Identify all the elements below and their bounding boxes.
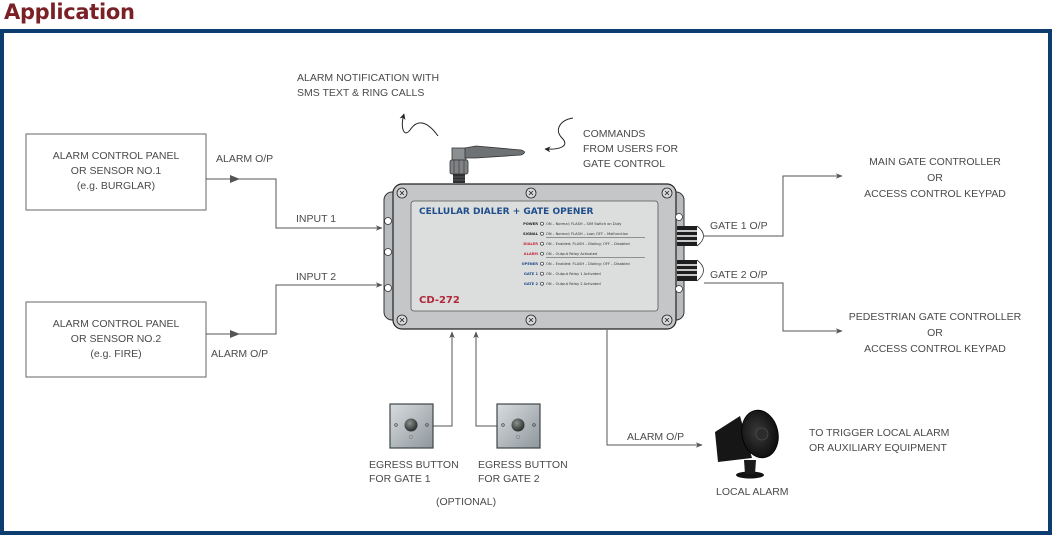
input-2-wire (206, 282, 383, 335)
led-indicator-icon (540, 281, 544, 286)
gate-2-connector-icon (677, 259, 704, 282)
main-gate-line-2: OR (927, 172, 943, 184)
alarm-op-2-label: ALARM O/P (211, 348, 268, 360)
led-indicator-icon (540, 231, 544, 236)
device-front-panel (410, 200, 659, 312)
sms-note-line-1: ALARM NOTIFICATION WITH (297, 72, 439, 84)
led-row: DIALER ON – Enabled; FLASH – Dialing; OFF… (523, 241, 630, 246)
main-gate-line-3: ACCESS CONTROL KEYPAD (864, 188, 1006, 200)
led-row: OPENER ON – Enabled; FLASH – Dialing; OFF… (522, 261, 630, 266)
led-row: ALARM ON – Output Relay Activated (524, 251, 597, 256)
input-2-label: INPUT 2 (296, 271, 336, 283)
led-name: ALARM (524, 252, 539, 256)
local-alarm-note-line-1: TO TRIGGER LOCAL ALARM (809, 427, 949, 439)
led-description: ON – Output Relay 2 Activated (546, 282, 601, 286)
device-title: CELLULAR DIALER + GATE OPENER (419, 207, 594, 217)
gate-2-op-label: GATE 2 O/P (710, 269, 768, 281)
egress-button-2: EGRESS BUTTON FOR GATE 2 (473, 331, 568, 485)
egress-1-line-2: FOR GATE 1 (369, 473, 431, 485)
led-name: POWER (523, 222, 538, 226)
gate-2-output: GATE 2 O/P PEDESTRIAN GATE CONTROLLER OR… (704, 269, 1022, 355)
gate-1-wire (704, 173, 843, 237)
led-row: GATE 2 ON – Output Relay 2 Activated (524, 281, 601, 286)
input-source-2: ALARM CONTROL PANEL OR SENSOR NO.2 (e.g.… (25, 271, 383, 378)
commands-note-line-1: COMMANDS (583, 128, 645, 140)
local-alarm-op-label: ALARM O/P (627, 431, 684, 443)
gate-1-output: GATE 1 O/P MAIN GATE CONTROLLER OR ACCES… (704, 156, 1006, 237)
alarm-panel-1-line-2: OR SENSOR NO.1 (71, 165, 162, 177)
egress-2-line-2: FOR GATE 2 (478, 473, 540, 485)
led-name: DIALER (523, 242, 538, 246)
egress-2-wire (473, 331, 497, 427)
alarm-panel-1-line-3: (e.g. BURGLAR) (77, 180, 155, 192)
gate-2-wire (704, 282, 843, 334)
pedestrian-gate-line-1: PEDESTRIAN GATE CONTROLLER (849, 311, 1022, 323)
device-model: CD-272 (419, 295, 460, 306)
led-indicator-icon (540, 221, 544, 226)
page-title: Application (4, 0, 135, 24)
optional-label: (OPTIONAL) (436, 496, 496, 508)
input-source-1: ALARM CONTROL PANEL OR SENSOR NO.1 (e.g.… (25, 133, 383, 231)
commands-note-line-3: GATE CONTROL (583, 158, 665, 170)
input-1-wire (206, 178, 383, 231)
alarm-panel-1-box (25, 133, 207, 211)
gate-1-op-label: GATE 1 O/P (710, 220, 768, 232)
led-indicator-icon (540, 271, 544, 276)
led-name: SIGNAL (523, 232, 539, 236)
led-description: ON – Output Relay Activated (546, 252, 597, 256)
led-legend: POWER ON – Normal; FLASH – SIM Switch on … (522, 221, 630, 286)
main-gate-line-1: MAIN GATE CONTROLLER (869, 156, 1001, 168)
alarm-panel-2-line-3: (e.g. FIRE) (90, 348, 141, 360)
arrow-icon (230, 330, 240, 338)
alarm-panel-2-box (25, 301, 207, 378)
led-row: SIGNAL ON – Normal; FLASH – Low; OFF – Ma… (523, 231, 628, 236)
local-alarm-caption: LOCAL ALARM (716, 486, 789, 498)
egress-2-line-1: EGRESS BUTTON (478, 459, 568, 471)
cellular-dialer-device: CELLULAR DIALER + GATE OPENER CD-272 POW… (383, 183, 704, 330)
led-name: GATE 1 (524, 272, 539, 276)
local-alarm: ALARM O/P LOCAL ALARM TO TRIGGER LOCAL A… (606, 330, 949, 498)
led-name: GATE 2 (524, 282, 539, 286)
led-row: GATE 1 ON – Output Relay 1 Activated (524, 271, 601, 276)
alarm-panel-2-line-1: ALARM CONTROL PANEL (53, 318, 180, 330)
led-row: POWER ON – Normal; FLASH – SIM Switch on … (523, 221, 622, 226)
local-alarm-wire (606, 330, 703, 448)
pedestrian-gate-line-3: ACCESS CONTROL KEYPAD (864, 343, 1006, 355)
led-indicator-icon (540, 241, 544, 246)
arrow-icon (230, 175, 240, 183)
pedestrian-gate-line-2: OR (927, 327, 943, 339)
incoming-signal-icon (544, 117, 574, 153)
led-description: ON – Normal; FLASH – SIM Switch on Duty (546, 222, 622, 226)
sms-note-line-2: SMS TEXT & RING CALLS (297, 87, 424, 99)
led-description: ON – Normal; FLASH – Low; OFF – Malfunct… (546, 232, 628, 236)
led-description: ON – Enabled; FLASH – Dialing; OFF – Dis… (546, 242, 630, 246)
led-description: ON – Output Relay 1 Activated (546, 272, 601, 276)
alarm-panel-1-line-1: ALARM CONTROL PANEL (53, 150, 180, 162)
input-1-label: INPUT 1 (296, 213, 336, 225)
antenna-icon (449, 145, 525, 183)
gate-1-connector-icon (677, 225, 704, 247)
led-indicator-icon (540, 261, 544, 266)
siren-icon (715, 409, 779, 479)
alarm-panel-2-line-2: OR SENSOR NO.2 (71, 333, 162, 345)
local-alarm-note-line-2: OR AUXILIARY EQUIPMENT (809, 442, 947, 454)
egress-button-1: EGRESS BUTTON FOR GATE 1 (369, 331, 459, 485)
led-name: OPENER (522, 262, 539, 266)
commands-note-line-2: FROM USERS FOR (583, 143, 679, 155)
led-description: ON – Enabled; FLASH – Dialing; OFF – Dis… (546, 262, 630, 266)
egress-1-wire (433, 331, 455, 427)
egress-1-line-1: EGRESS BUTTON (369, 459, 459, 471)
alarm-op-1-label: ALARM O/P (216, 153, 273, 165)
led-indicator-icon (540, 251, 544, 256)
outgoing-signal-icon (399, 113, 439, 137)
